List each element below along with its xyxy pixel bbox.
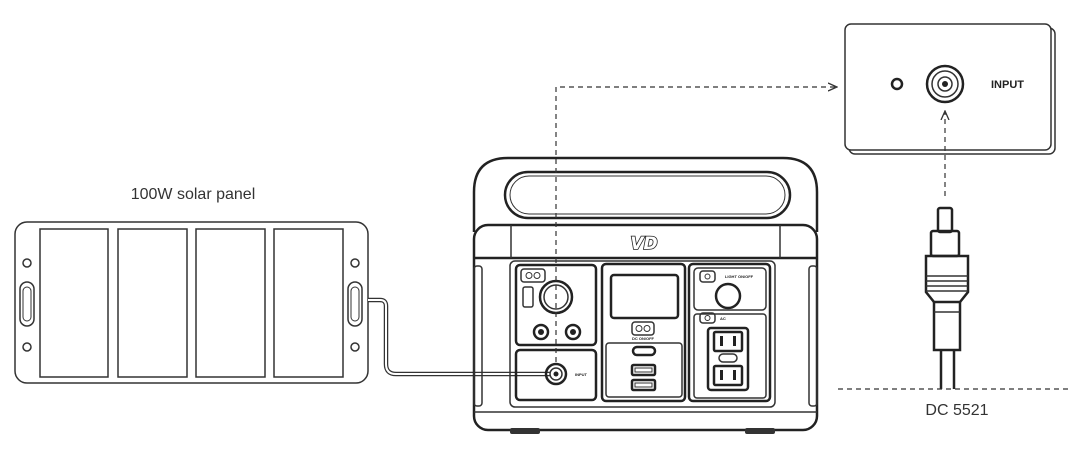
display-screen bbox=[609, 273, 680, 320]
left-module bbox=[514, 263, 598, 347]
solar-cell-4 bbox=[273, 228, 344, 378]
dc-port-2 bbox=[564, 323, 582, 341]
dc-button bbox=[631, 321, 655, 336]
station-handle bbox=[472, 156, 819, 232]
ac-button bbox=[699, 312, 716, 324]
station-input-label: INPUT bbox=[575, 372, 588, 377]
solar-cell-3 bbox=[195, 228, 266, 378]
connector-label: DC 5521 bbox=[925, 402, 988, 419]
usb-a-port-2 bbox=[630, 378, 657, 392]
connector-tip bbox=[936, 206, 954, 234]
callout-dashed-line bbox=[555, 87, 836, 362]
solar-cell-1 bbox=[39, 228, 109, 378]
solar-panel-left-handle bbox=[19, 258, 35, 352]
inset-input-label: INPUT bbox=[991, 79, 1024, 91]
power-station: VD INPUT bbox=[472, 156, 819, 434]
station-logo: VD bbox=[630, 234, 657, 254]
station-front-panel bbox=[509, 260, 776, 408]
inset-indicator bbox=[890, 77, 904, 91]
ac-outlet-2 bbox=[712, 364, 744, 387]
solar-panel-label: 100W solar panel bbox=[131, 186, 256, 203]
dc-button-label: DC ON/OFF bbox=[632, 336, 655, 341]
car-socket-cap bbox=[522, 286, 534, 308]
connector-collar bbox=[929, 229, 961, 258]
light-button-label: LIGHT ON/OFF bbox=[725, 274, 754, 279]
dc-port-1 bbox=[532, 323, 550, 341]
connector-neck bbox=[932, 302, 962, 352]
car-socket-button bbox=[520, 268, 546, 283]
solar-cable bbox=[368, 297, 550, 377]
solar-panel bbox=[14, 221, 369, 384]
station-handle-grip bbox=[503, 170, 792, 220]
inset-frame bbox=[844, 23, 1052, 151]
light-button bbox=[699, 270, 716, 283]
connector-body bbox=[924, 254, 970, 304]
station-foot-right bbox=[745, 428, 775, 434]
inset-input-port bbox=[925, 64, 965, 104]
input-inset: INPUT bbox=[844, 23, 1056, 155]
solar-panel-right-handle bbox=[347, 258, 363, 352]
ac-outlet-1 bbox=[712, 330, 744, 353]
right-module: LIGHT ON/OFF AC bbox=[687, 262, 772, 403]
ac-label: AC bbox=[720, 316, 726, 321]
usb-a-port-1 bbox=[630, 363, 657, 377]
light-lamp bbox=[714, 282, 742, 310]
usb-c-port bbox=[631, 345, 657, 357]
ac-indicator bbox=[718, 353, 738, 363]
station-left-grip bbox=[473, 265, 483, 407]
input-port bbox=[544, 362, 568, 386]
station-right-grip bbox=[808, 265, 818, 407]
station-foot-left bbox=[510, 428, 540, 434]
middle-module: DC ON/OFF bbox=[600, 262, 687, 403]
solar-cell-2 bbox=[117, 228, 188, 378]
solar-panel-frame bbox=[14, 221, 369, 384]
dc-5521-connector bbox=[924, 206, 970, 389]
ac-outlet-plate bbox=[706, 326, 750, 392]
